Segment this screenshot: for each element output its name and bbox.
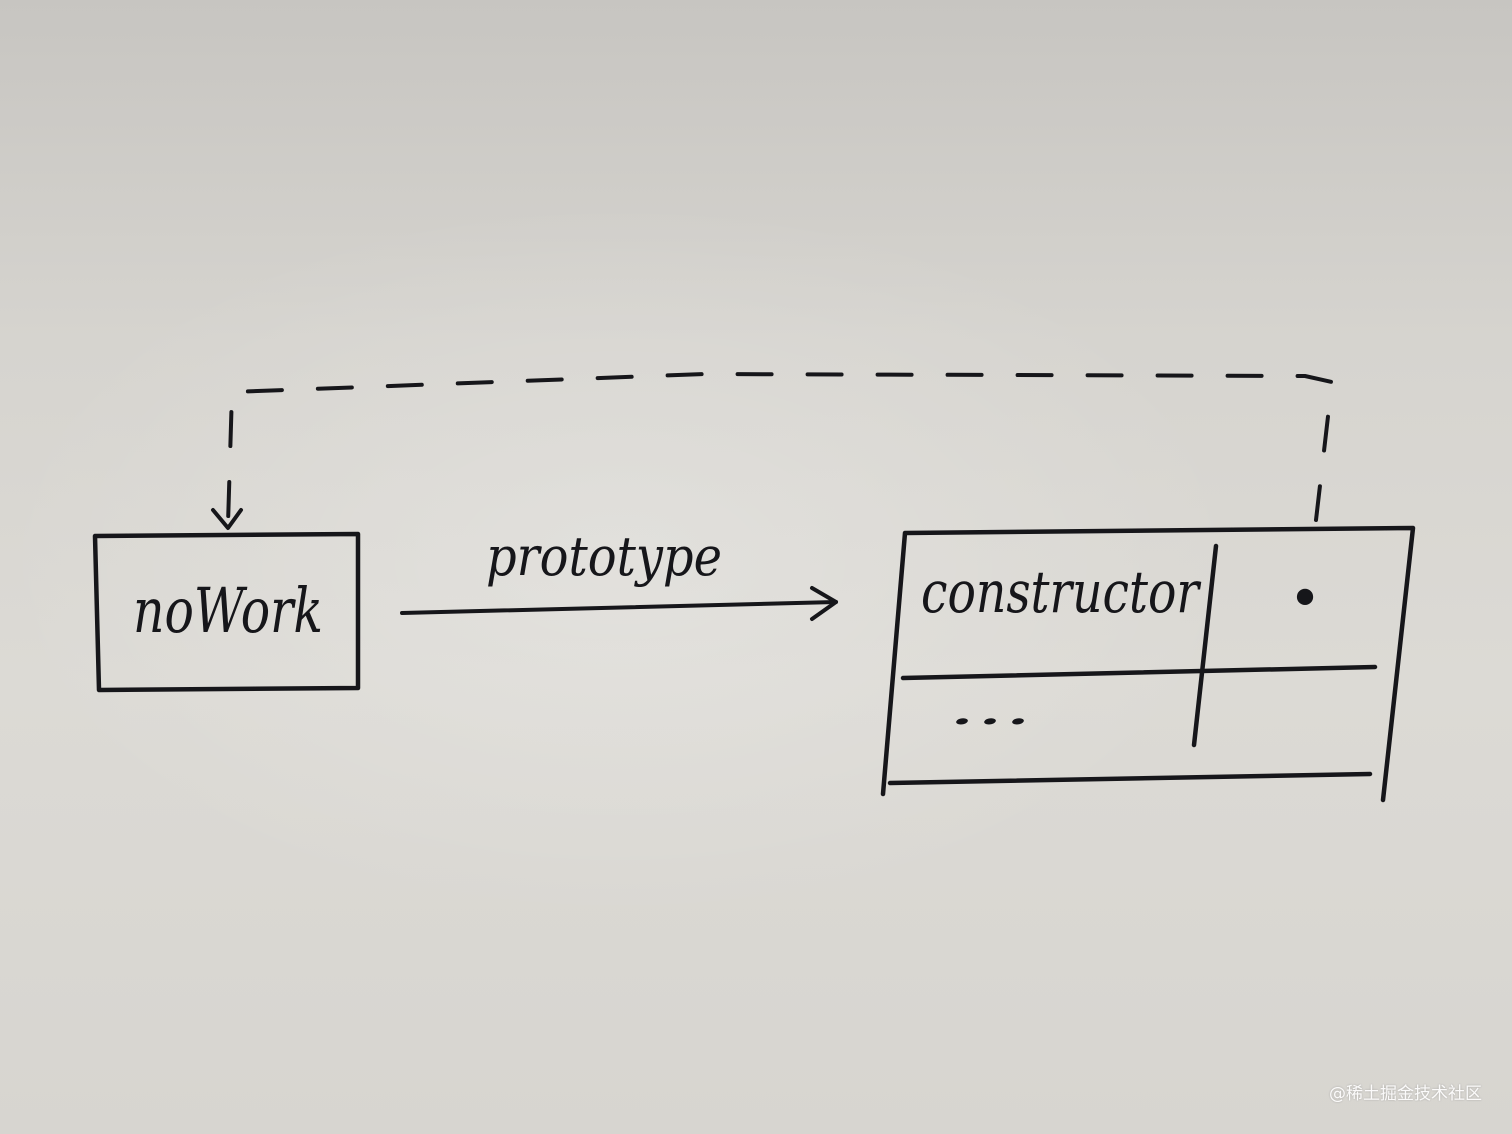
dashed-arrow-head bbox=[211, 508, 243, 530]
dashed-arrow-line bbox=[226, 372, 1334, 526]
constructor-dashed-edge bbox=[211, 372, 1334, 530]
prototype-edge: prototype bbox=[400, 525, 838, 621]
nowork-node: noWork bbox=[92, 531, 361, 693]
table-column-divider bbox=[1191, 543, 1219, 748]
constructor-key: constructor bbox=[921, 558, 1202, 626]
prototype-object-box bbox=[880, 525, 1416, 803]
prototype-arrow-head bbox=[810, 586, 838, 621]
constructor-value-dot: • bbox=[1288, 567, 1321, 632]
ellipsis-key: ... bbox=[948, 680, 1032, 736]
nowork-box bbox=[92, 531, 361, 693]
prototype-label: prototype bbox=[486, 525, 722, 588]
prototype-object-node: constructor • ... bbox=[880, 525, 1416, 803]
nowork-label: noWork bbox=[133, 574, 323, 647]
prototype-arrow-line bbox=[400, 600, 838, 615]
table-row-divider bbox=[900, 664, 1378, 681]
watermark: @稀土掘金技术社区 bbox=[1329, 1084, 1482, 1104]
